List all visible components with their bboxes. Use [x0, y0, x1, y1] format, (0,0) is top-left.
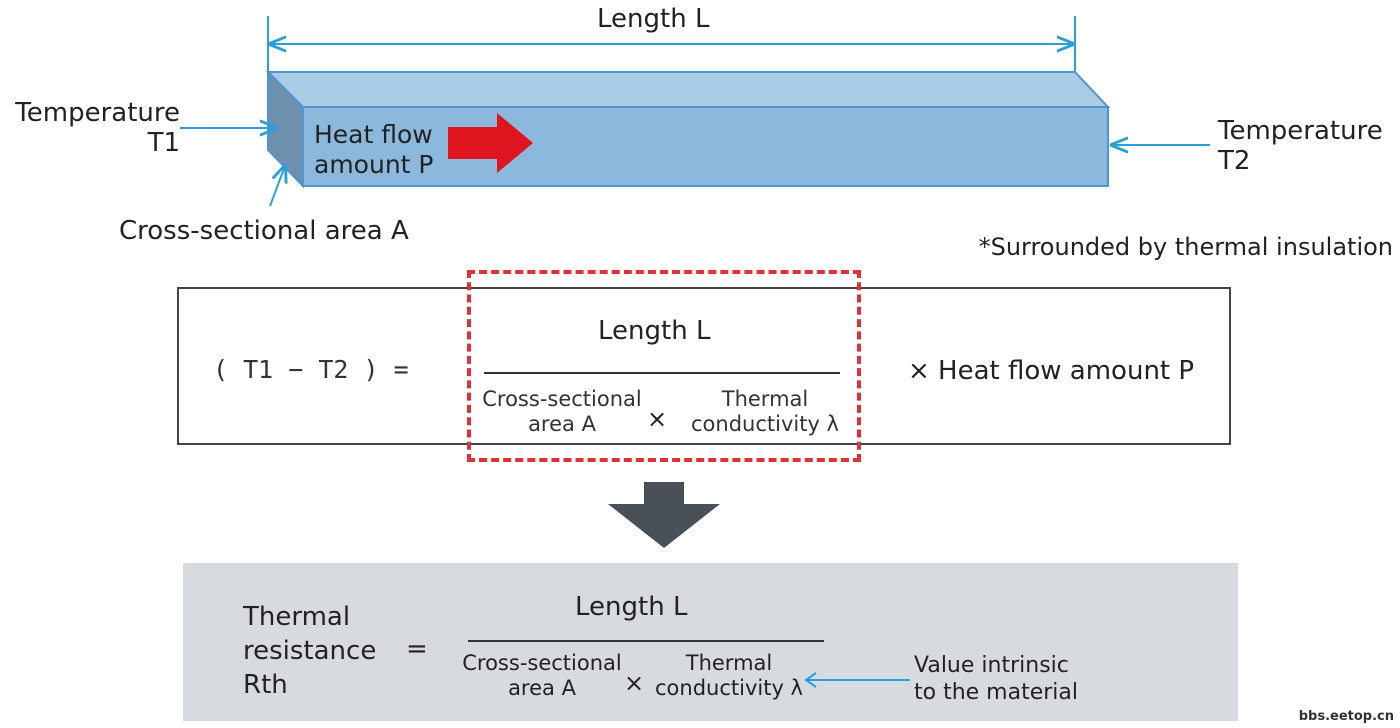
result-lhs-line2: resistance — [243, 636, 377, 666]
result-denom-right-line2: conductivity λ — [655, 676, 803, 700]
result-denom-left-line2: area A — [508, 676, 576, 700]
insulation-note: *Surrounded by thermal insulation — [978, 233, 1393, 261]
result-lhs: Thermal resistance Rth — [243, 600, 376, 702]
highlight-dashed-box — [467, 270, 861, 462]
material-note: Value intrinsic to the material — [914, 652, 1078, 706]
material-note-line2: to the material — [914, 680, 1079, 705]
cross-section-pointer — [269, 166, 285, 207]
temperature-t2-label: Temperature T2 — [1218, 116, 1383, 176]
heat-flow-label: Heat flow amount P — [314, 120, 433, 180]
result-equals: = — [406, 634, 428, 664]
temp2-line1: Temperature — [1218, 116, 1383, 146]
cross-section-label: Cross-sectional area A — [119, 216, 409, 246]
temp1-line1: Temperature — [15, 98, 180, 128]
result-denominator-left: Cross-sectional area A — [454, 651, 630, 701]
result-denominator-right: Thermal conductivity λ — [648, 651, 810, 701]
formula-denom-right-line1: Thermal — [721, 387, 809, 411]
formula-numerator: Length L — [598, 316, 711, 346]
formula-denominator-right: Thermal conductivity λ — [680, 387, 850, 437]
result-lhs-line3: Rth — [243, 670, 288, 700]
formula-fraction-bar — [484, 372, 840, 374]
temp1-line2: T1 — [147, 128, 180, 158]
formula-times: × — [647, 405, 668, 433]
result-denom-right-line1: Thermal — [685, 651, 773, 675]
heat-flow-arrow — [448, 113, 533, 173]
result-fraction-bar — [468, 640, 824, 642]
formula-rhs: × Heat flow amount P — [908, 356, 1195, 386]
formula-box — [177, 287, 1231, 445]
formula-denom-left-line2: area A — [528, 412, 596, 436]
result-lhs-line1: Thermal — [243, 602, 351, 632]
length-label: Length L — [597, 4, 710, 34]
heat-flow-line2: amount P — [314, 150, 434, 179]
down-arrow-icon — [608, 482, 720, 548]
watermark: bbs.eetop.cn — [1298, 709, 1394, 724]
formula-denom-left-line1: Cross-sectional — [482, 387, 642, 411]
formula-denominator-left: Cross-sectional area A — [474, 387, 650, 437]
temperature-t1-label: Temperature T1 — [5, 98, 180, 158]
result-times: × — [624, 669, 645, 697]
material-note-pointer — [804, 672, 910, 688]
bar-top-face — [265, 71, 1111, 108]
formula-lhs: ( T1 − T2 ) = — [213, 355, 409, 384]
heat-flow-line1: Heat flow — [314, 120, 433, 149]
result-box — [183, 563, 1238, 721]
temp2-line2: T2 — [1218, 146, 1251, 176]
result-denom-left-line1: Cross-sectional — [462, 651, 622, 675]
formula-denom-right-line2: conductivity λ — [691, 412, 839, 436]
material-note-line1: Value intrinsic — [914, 653, 1069, 678]
thermal-bar-diagram — [180, 16, 1210, 207]
result-numerator: Length L — [575, 592, 688, 622]
